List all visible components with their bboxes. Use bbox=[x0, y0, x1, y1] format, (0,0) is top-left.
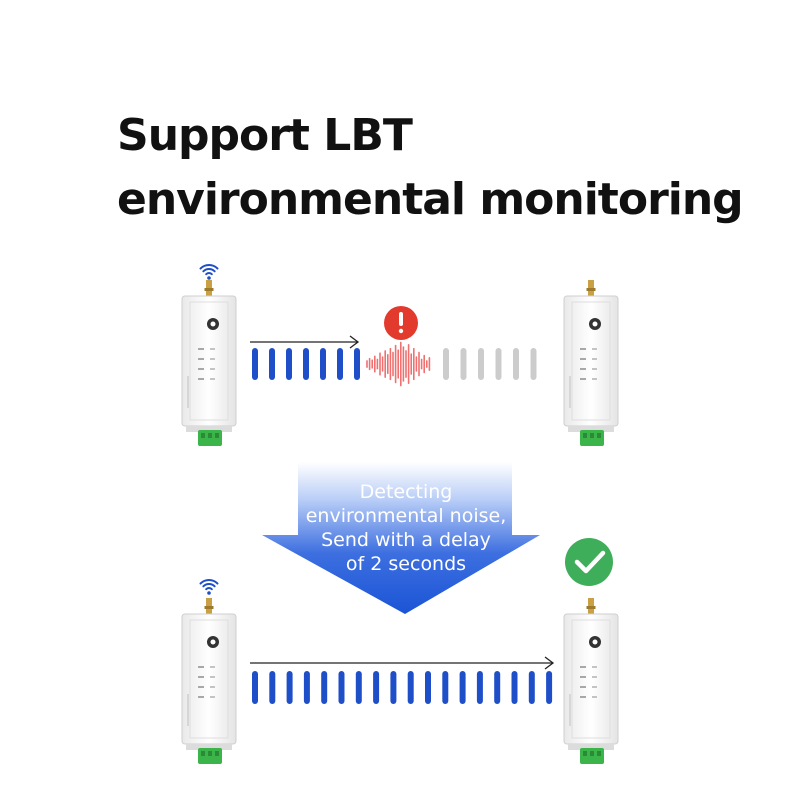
transmit-arrowhead-top bbox=[349, 335, 360, 349]
lora-device-top-left bbox=[181, 280, 237, 446]
callout-line: of 2 seconds bbox=[345, 553, 467, 575]
signal-bar bbox=[269, 671, 276, 704]
callout-line: Send with a delay bbox=[321, 529, 491, 551]
signal-bars-sent bbox=[252, 348, 360, 380]
delay-down-arrow bbox=[262, 462, 540, 614]
callout-line: Detecting bbox=[359, 481, 453, 503]
signal-bar bbox=[425, 671, 431, 704]
signal-bars-blocked bbox=[443, 348, 537, 380]
heading-line-1: Support LBT bbox=[117, 110, 413, 161]
signal-bar bbox=[511, 671, 518, 704]
checkmark-icon bbox=[565, 538, 613, 586]
lora-device-bottom-left bbox=[181, 598, 237, 764]
signal-bar bbox=[390, 671, 397, 704]
signal-bar bbox=[355, 671, 362, 704]
delay-callout-text: Detecting environmental noise, Send with… bbox=[300, 480, 512, 576]
noise-waveform bbox=[366, 341, 431, 387]
signal-bar bbox=[320, 348, 326, 380]
callout-line: environmental noise, bbox=[305, 505, 507, 527]
transmit-arrowhead-bottom bbox=[544, 656, 555, 670]
signal-bar bbox=[269, 348, 275, 380]
blocked-signal-bar bbox=[495, 348, 502, 380]
blocked-signal-bar bbox=[478, 348, 484, 380]
signal-bar bbox=[373, 671, 380, 704]
signal-bar bbox=[337, 348, 343, 380]
heading-line-2: environmental monitoring bbox=[117, 174, 744, 225]
blocked-signal-bar bbox=[530, 348, 537, 380]
signal-bar bbox=[321, 671, 328, 704]
signal-bar bbox=[459, 671, 466, 704]
signal-bar bbox=[476, 671, 483, 704]
signal-bar bbox=[528, 671, 535, 704]
signal-bar bbox=[303, 671, 310, 704]
wifi-icon bbox=[199, 579, 219, 595]
signal-bar bbox=[442, 671, 449, 704]
exclamation-icon bbox=[384, 306, 418, 340]
signal-bar bbox=[252, 671, 258, 704]
signal-bar bbox=[252, 348, 258, 380]
signal-bar bbox=[286, 671, 293, 704]
signal-bar bbox=[303, 348, 309, 380]
signal-bar bbox=[354, 348, 360, 380]
lora-device-bottom-right bbox=[563, 598, 619, 764]
signal-bars-delayed bbox=[252, 671, 553, 704]
signal-bar bbox=[407, 671, 414, 704]
lora-device-top-right bbox=[563, 280, 619, 446]
signal-bar bbox=[338, 671, 345, 704]
blocked-signal-bar bbox=[513, 348, 519, 380]
wifi-icon bbox=[199, 264, 219, 280]
signal-bar bbox=[286, 348, 292, 380]
signal-bar bbox=[546, 671, 553, 704]
blocked-signal-bar bbox=[443, 348, 449, 380]
blocked-signal-bar bbox=[460, 348, 467, 380]
signal-bar bbox=[494, 671, 501, 704]
